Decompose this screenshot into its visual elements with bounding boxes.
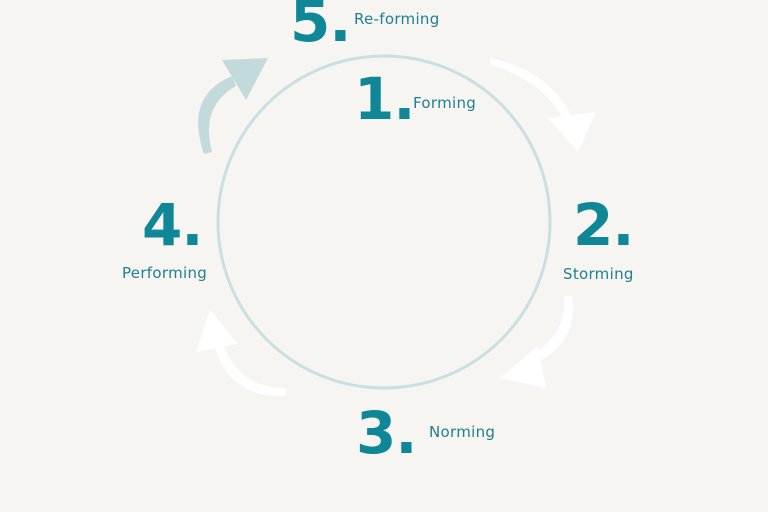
stage-4-label: Performing	[122, 264, 208, 282]
stage-1-label: Forming	[413, 94, 477, 112]
stage-2-label: Storming	[563, 265, 634, 283]
stage-3-label: Norming	[429, 423, 496, 441]
arrow-performing-to-reforming-icon	[198, 58, 268, 154]
cycle-circle	[216, 54, 552, 390]
stage-5-label: Re-forming	[354, 10, 440, 28]
stage-1-number: 1.	[354, 65, 415, 133]
stage-4-number: 4.	[142, 191, 203, 259]
arrow-forming-to-storming-icon	[490, 58, 596, 152]
stage-5-number: 5.	[290, 0, 351, 55]
stage-3-number: 3.	[356, 399, 417, 467]
arrow-storming-to-norming-icon	[500, 296, 574, 388]
arrow-norming-to-performing-icon	[196, 310, 286, 397]
stage-2-number: 2.	[573, 191, 634, 259]
